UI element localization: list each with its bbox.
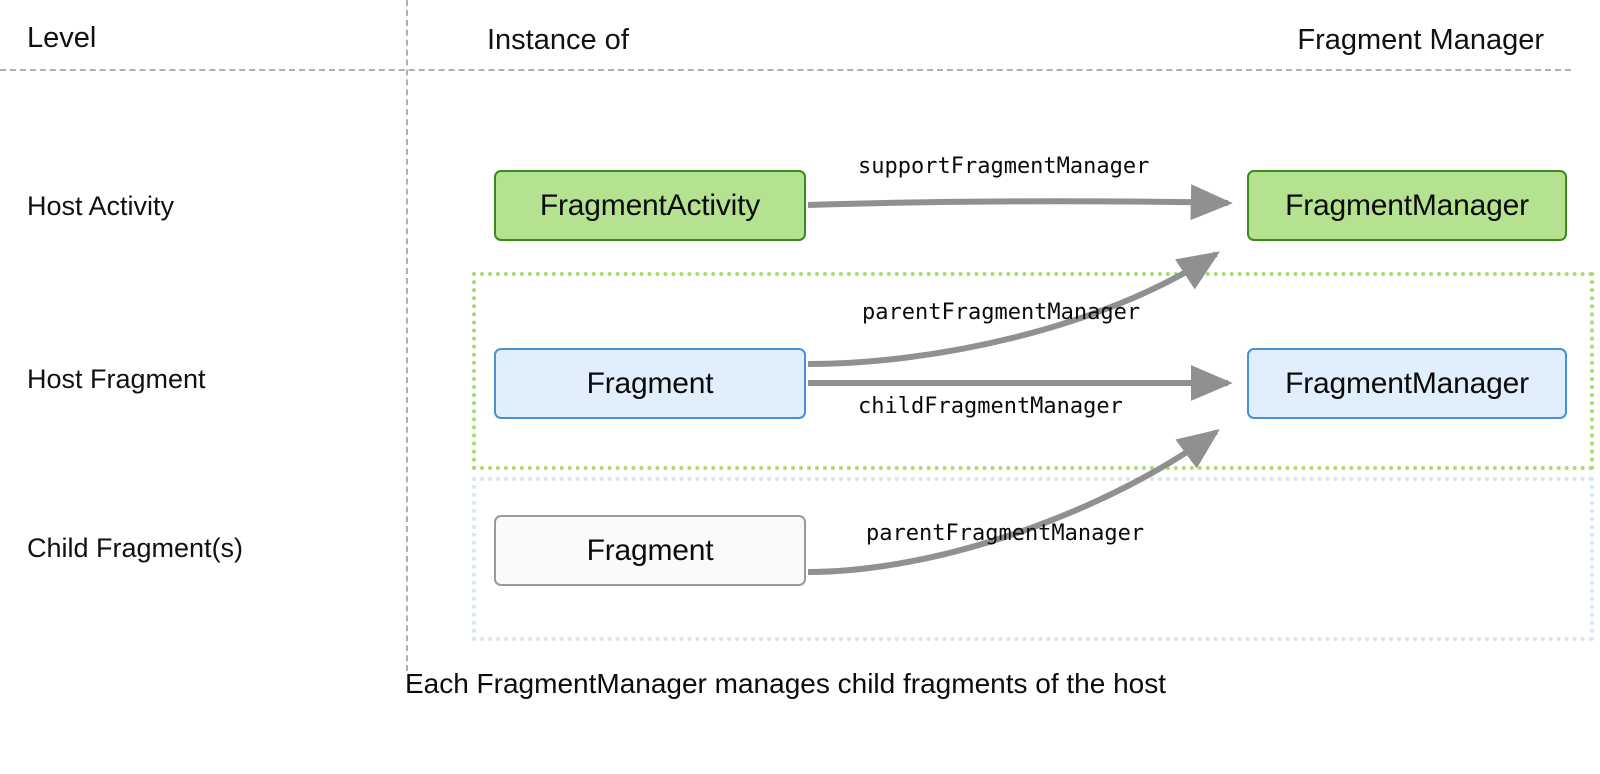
node-host-fragment[interactable]: Fragment	[494, 348, 806, 419]
column-header-level: Level	[27, 22, 97, 54]
column-divider-line	[406, 0, 408, 671]
column-header-instance-of: Instance of	[487, 24, 629, 56]
column-header-fragment-manager: Fragment Manager	[1297, 24, 1544, 56]
node-fragment-activity[interactable]: FragmentActivity	[494, 170, 806, 241]
row-label-host-activity: Host Activity	[27, 191, 175, 221]
node-fragment-manager-fragment[interactable]: FragmentManager	[1247, 348, 1567, 419]
row-label-host-fragment: Host Fragment	[27, 364, 206, 394]
edge-label-child-fragment-manager: childFragmentManager	[858, 394, 1123, 419]
row-label-child-fragment: Child Fragment(s)	[27, 533, 244, 563]
edge-label-support-fragment-manager: supportFragmentManager	[858, 154, 1150, 179]
diagram-caption: Each FragmentManager manages child fragm…	[404, 668, 1167, 699]
edge-label-parent-fragment-manager-host: parentFragmentManager	[862, 300, 1141, 325]
arrow-support-fragment-manager	[807, 184, 1233, 221]
edge-label-parent-fragment-manager-child: parentFragmentManager	[866, 521, 1145, 546]
node-child-fragment[interactable]: Fragment	[494, 515, 806, 586]
node-fragment-manager-activity[interactable]: FragmentManager	[1247, 170, 1567, 241]
header-divider-line	[0, 69, 1571, 71]
